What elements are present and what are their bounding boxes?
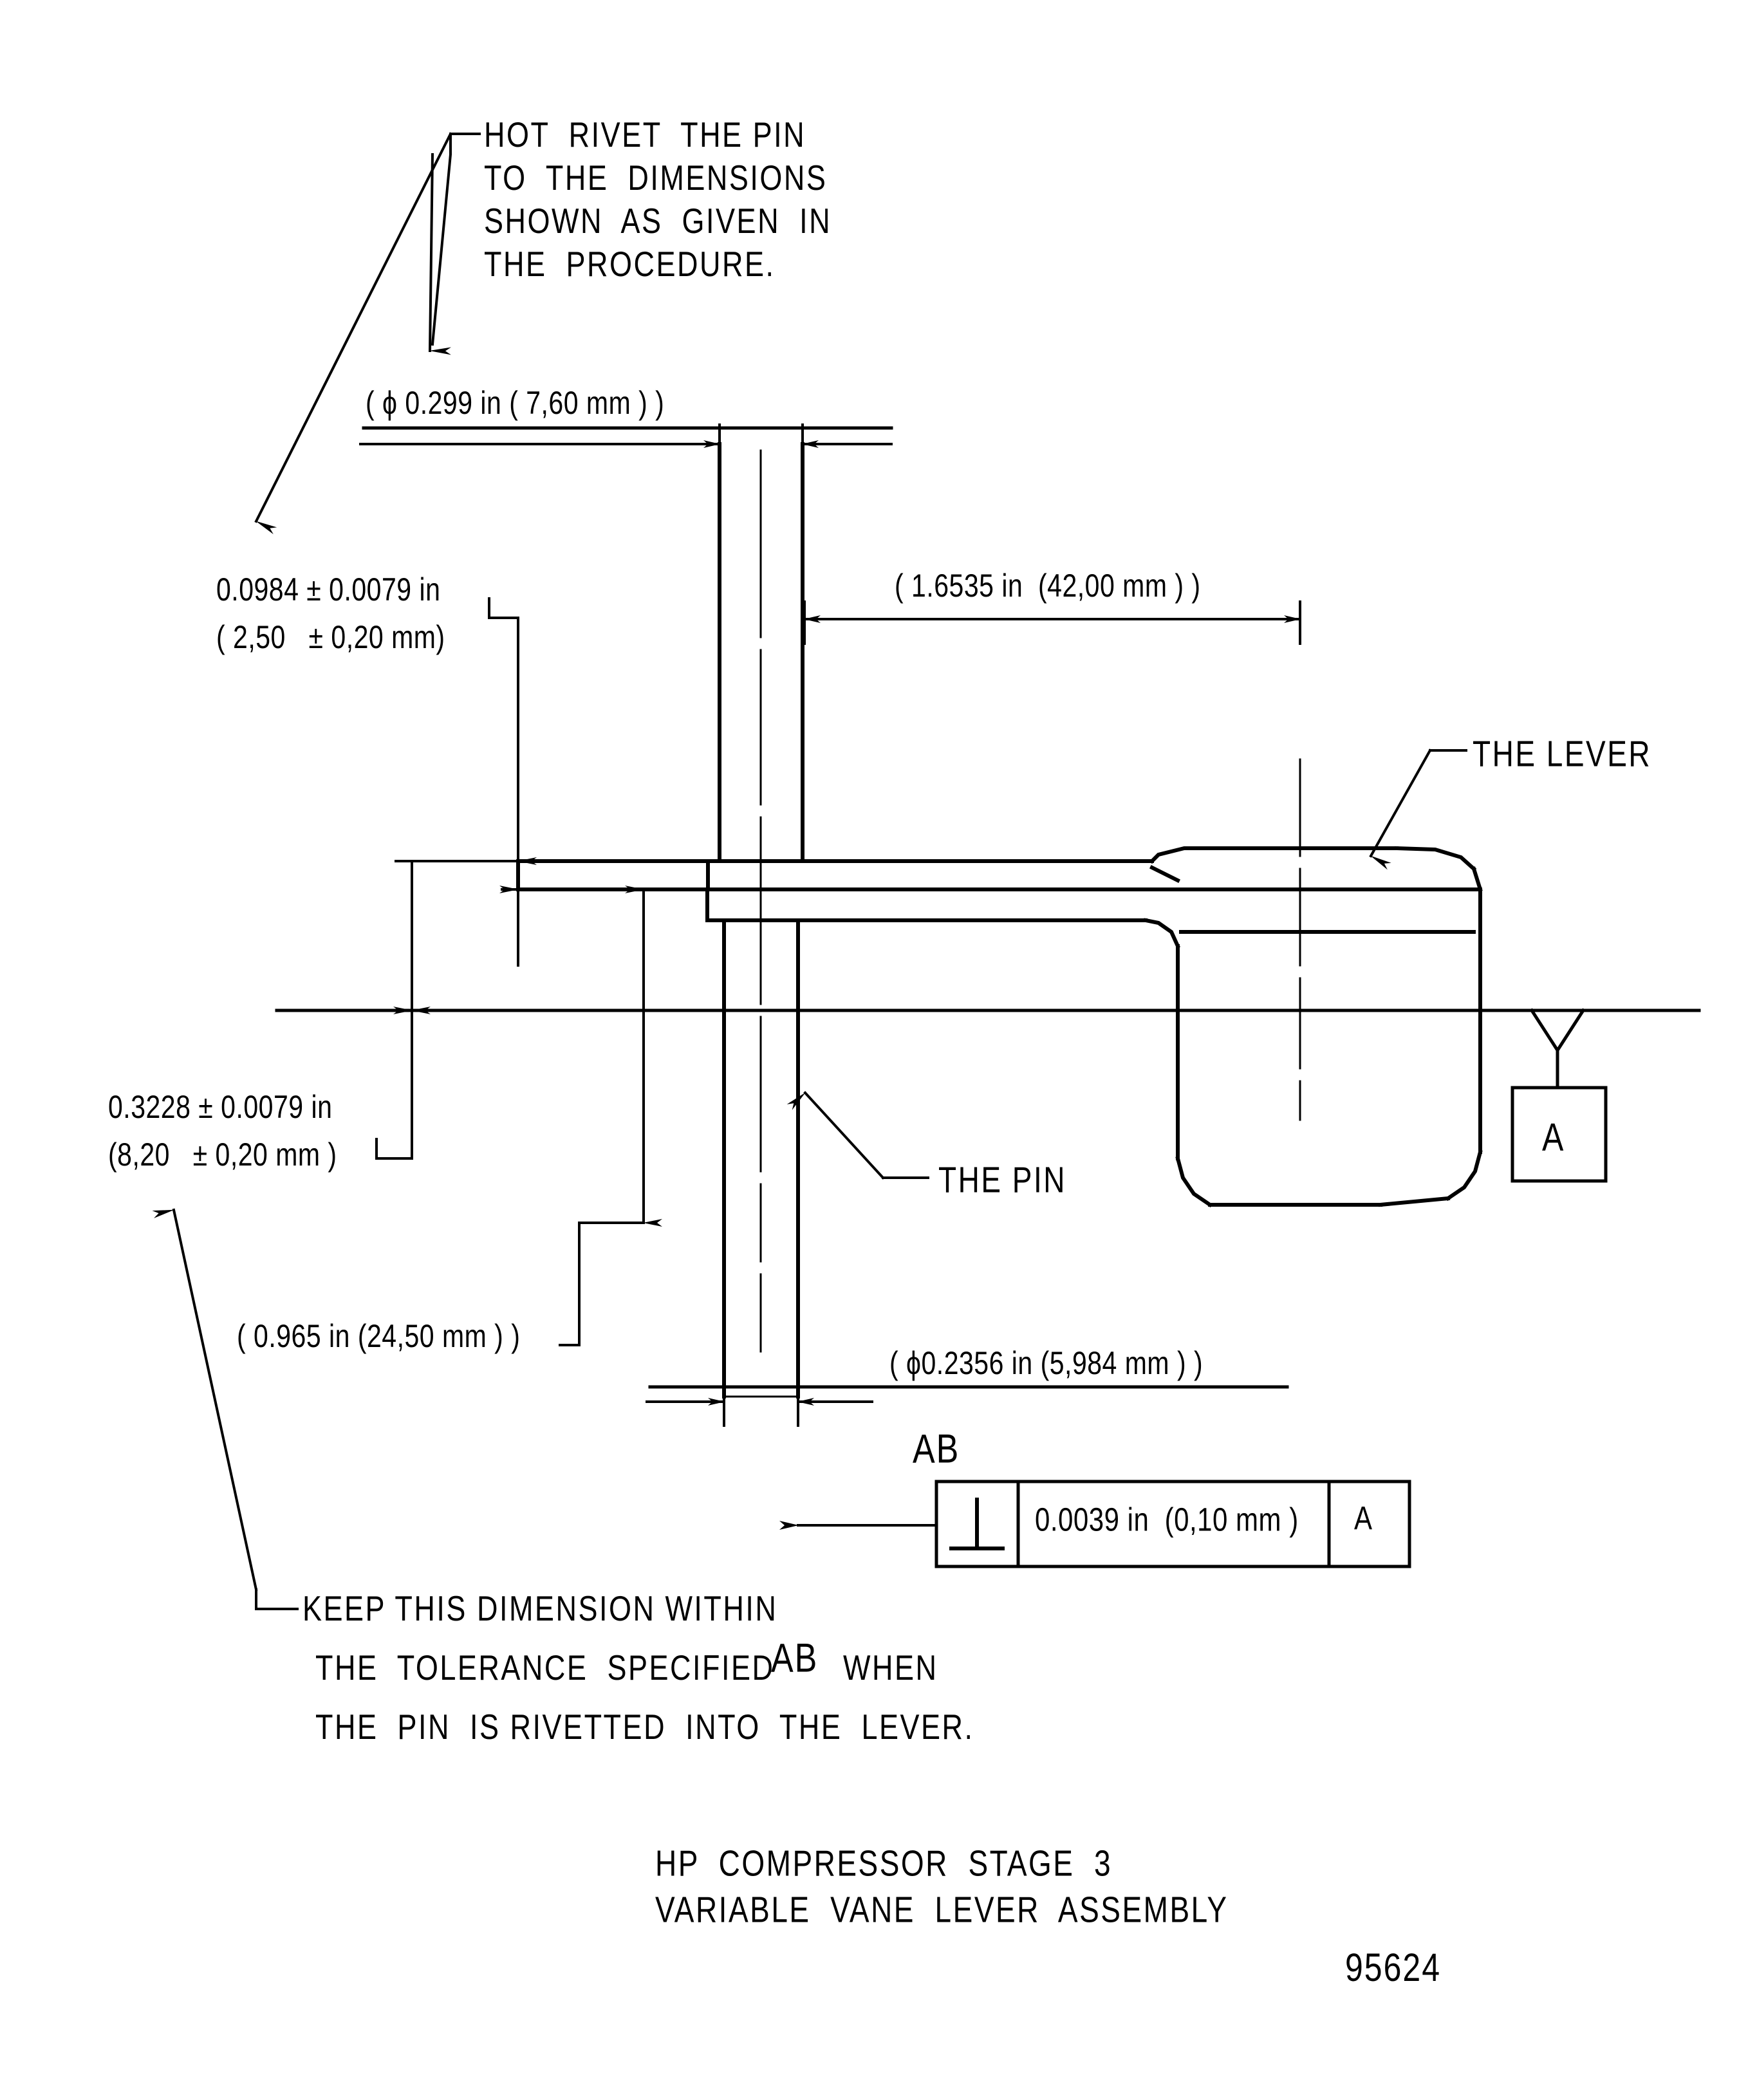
dim-head-thickness <box>488 597 709 967</box>
perpendicularity-symbol <box>949 1498 1005 1550</box>
dim-head-thickness-label-2: ( 2,50 ± 0,20 mm) <box>216 619 445 656</box>
bottom-note-datum-ab: AB <box>771 1635 819 1681</box>
leader-bottom-note <box>152 1208 299 1610</box>
leader-top-note-to-head <box>254 132 481 535</box>
dim-lever-length-label: ( 1.6535 in (42,00 mm ) ) <box>895 568 1201 604</box>
figure-number: 95624 <box>1345 1946 1442 1990</box>
dim-head-thickness-label-1: 0.0984 ± 0.0079 in <box>216 571 441 608</box>
geometry-lines <box>152 132 1701 1610</box>
top-note-line-2: TO THE DIMENSIONS <box>484 158 828 198</box>
feature-control-frame-box <box>934 1480 1411 1568</box>
callout-the-pin: THE PIN <box>938 1159 1066 1200</box>
datum-feature-letter: A <box>1542 1115 1565 1160</box>
bottom-note-line-2b: WHEN <box>843 1648 938 1688</box>
dim-pin-length <box>559 886 662 1346</box>
top-note-line-3: SHOWN AS GIVEN IN <box>484 201 832 241</box>
drawing-title-line-1: HP COMPRESSOR STAGE 3 <box>655 1843 1113 1884</box>
callout-the-lever: THE LEVER <box>1473 733 1652 774</box>
top-note-line-1: HOT RIVET THE PIN <box>484 115 806 155</box>
dim-collar-height-label-1: 0.3228 ± 0.0079 in <box>108 1089 333 1126</box>
dim-rivet-head-dia-label: ( ϕ 0.299 in ( 7,60 mm ) ) <box>366 385 665 422</box>
dim-lever-length <box>803 600 1301 645</box>
tolerance-tag-ab: AB <box>913 1426 960 1472</box>
fcf-datum-reference: A <box>1354 1500 1373 1537</box>
dim-pin-dia <box>646 1382 1289 1427</box>
bottom-note-line-2a: THE TOLERANCE SPECIFIED <box>315 1648 775 1688</box>
dim-collar-height-label-2: (8,20 ± 0,20 mm ) <box>108 1137 337 1173</box>
dim-rivet-head-dia <box>359 423 893 468</box>
top-note-line-4: THE PROCEDURE. <box>484 244 776 284</box>
dim-pin-length-label: ( 0.965 in (24,50 mm ) ) <box>237 1318 521 1355</box>
bottom-note-line-3: THE PIN IS RIVETTED INTO THE LEVER. <box>315 1707 974 1747</box>
dim-pin-dia-label: ( ϕ0.2356 in (5,984 mm ) ) <box>889 1345 1204 1382</box>
lever-body <box>516 846 1483 1208</box>
drawing-title-line-2: VARIABLE VANE LEVER ASSEMBLY <box>655 1889 1229 1930</box>
leader-the-lever <box>1369 748 1467 870</box>
leader-the-pin <box>786 1091 929 1180</box>
fcf-tolerance-value: 0.0039 in (0,10 mm ) <box>1035 1501 1299 1538</box>
datum-a-symbol <box>1511 1008 1608 1183</box>
bottom-note-line-1: KEEP THIS DIMENSION WITHIN <box>302 1588 778 1629</box>
dim-collar-height <box>375 860 709 1160</box>
